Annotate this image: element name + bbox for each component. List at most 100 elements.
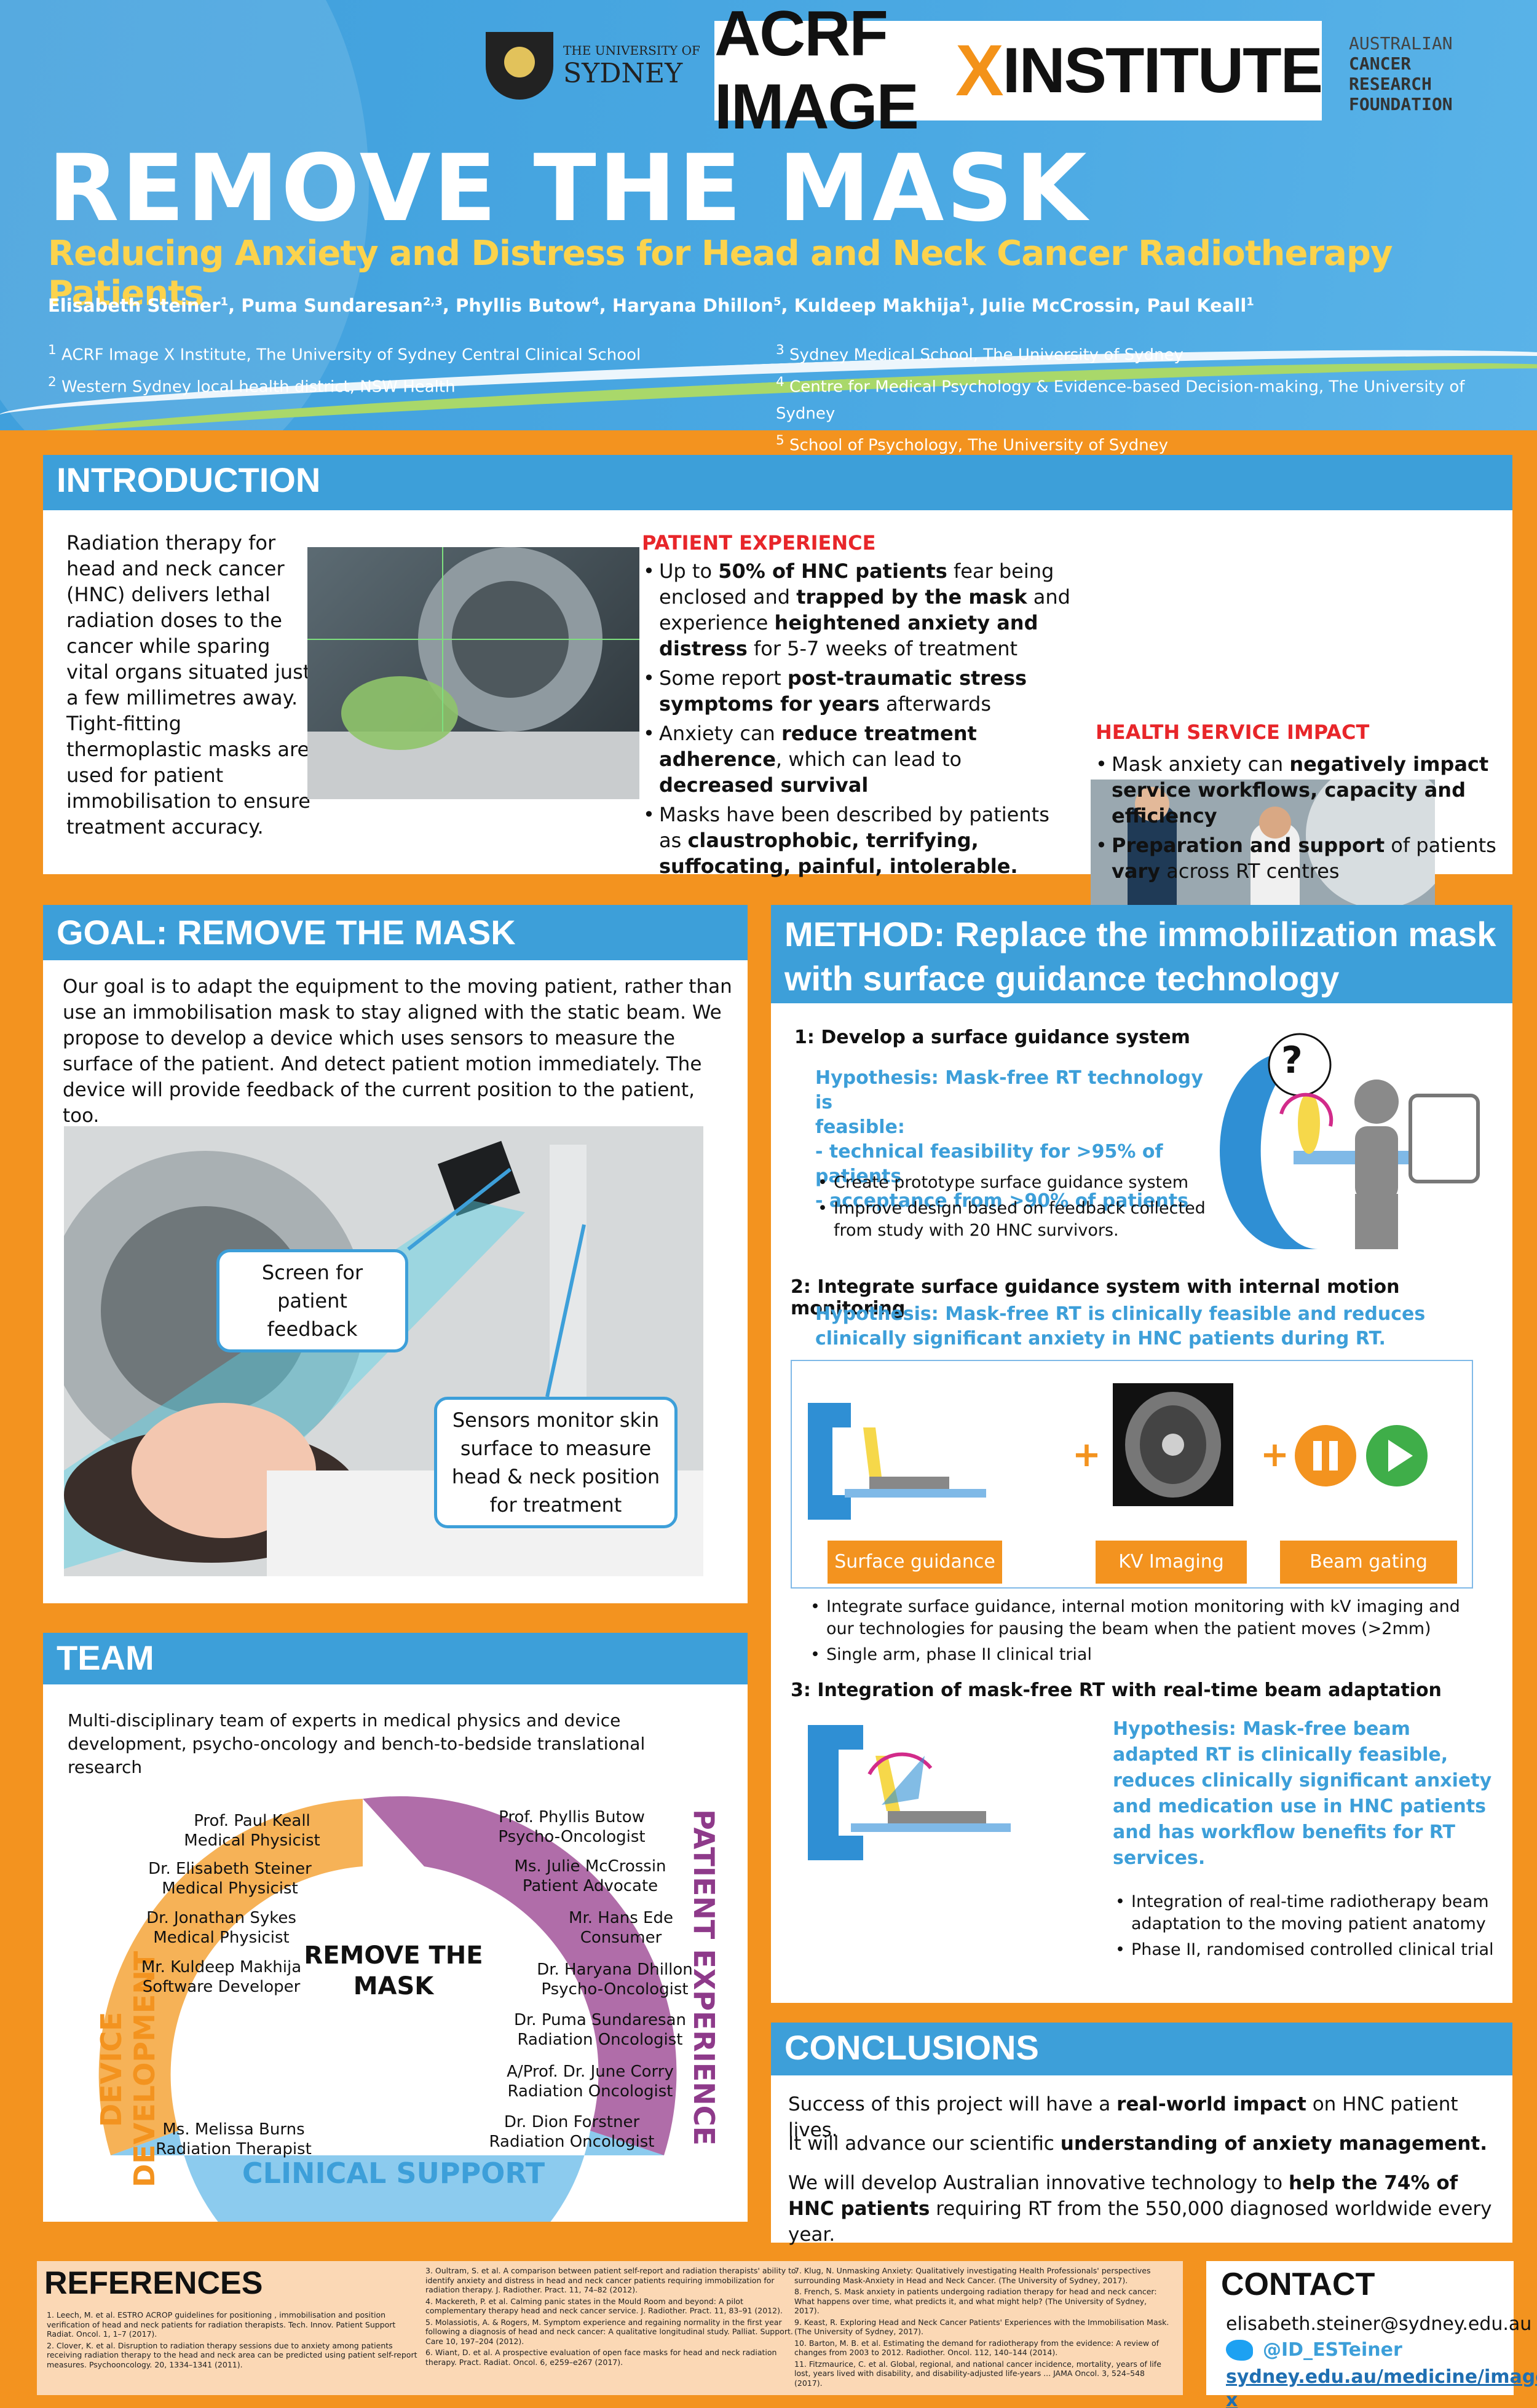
references-panel: REFERENCES 1. Leech, M. et al. ESTRO ACR…: [37, 2261, 1183, 2395]
affiliations-right: 3 Sydney Medical School, The University …: [776, 337, 1514, 459]
author-name: Kuldeep Makhija: [794, 295, 961, 316]
author-name: Puma Sundaresan: [241, 295, 423, 316]
patient-experience-heading: PATIENT EXPERIENCE: [642, 531, 876, 555]
author-name: Haryana Dhillon: [612, 295, 773, 316]
affiliation: 5 School of Psychology, The University o…: [776, 433, 1168, 455]
intro-text: Radiation therapy for head and neck canc…: [66, 531, 311, 839]
method-heading: METHOD: Replace the immobilization mask …: [771, 905, 1512, 1003]
author-name: Elisabeth Steiner: [48, 295, 221, 316]
patient-experience-list: Up to 50% of HNC patients fear being enc…: [641, 558, 1071, 883]
references-column: 1. Leech, M. et al. ESTRO ACROP guidelin…: [47, 2310, 422, 2371]
clinical-support-label: CLINICAL SUPPORT: [242, 2157, 545, 2190]
list-item: Improve design based on feedback collect…: [815, 1198, 1209, 1242]
author-name: Paul Keall: [1147, 295, 1247, 316]
patient-experience-label: PATIENT EXPERIENCE: [687, 1809, 721, 2145]
list-item: Preparation and support of patients vary…: [1093, 832, 1499, 884]
author-name: Phyllis Butow: [455, 295, 592, 316]
question-mark-icon: ?: [1281, 1039, 1303, 1082]
contact-heading: CONTACT: [1221, 2267, 1375, 2302]
contact-email[interactable]: elisabeth.steiner@sydney.edu.au: [1226, 2313, 1532, 2335]
acrf-line: RESEARCH: [1349, 74, 1432, 94]
acrf-line: CANCER: [1349, 53, 1412, 74]
reference-item: 9. Keast, R. Exploring Head and Neck Can…: [794, 2317, 1169, 2337]
contact-url[interactable]: sydney.edu.au/medicine/image-x: [1226, 2366, 1537, 2408]
logo-text-right: INSTITUTE: [1002, 34, 1323, 106]
usyd-logo: THE UNIVERSITY OF SYDNEY: [486, 32, 700, 100]
step3-title: 3: Integration of mask-free RT with real…: [791, 1680, 1442, 1701]
reference-item: 6. Wiant, D. et al. A prospective evalua…: [425, 2348, 777, 2367]
screen-feedback-callout: Screen for patient feedback: [216, 1249, 408, 1352]
affiliations-left: 1 ACRF Image X Institute, The University…: [48, 337, 755, 400]
beam-gating-label: Beam gating: [1280, 1541, 1457, 1584]
list-item: Mask anxiety can negatively impact servi…: [1093, 751, 1499, 829]
usyd-line2: SYDNEY: [563, 57, 683, 89]
team-center-label: REMOVE THE MASK: [304, 1941, 483, 2000]
introduction-panel: INTRODUCTION Radiation therapy for head …: [43, 455, 1512, 964]
step2-diagram-box: [791, 1360, 1473, 1589]
list-item: Up to 50% of HNC patients fear being enc…: [641, 558, 1071, 661]
step1-diagram: [1220, 1033, 1480, 1249]
affiliation: 1 ACRF Image X Institute, The University…: [48, 342, 641, 365]
logo-text-x: X: [955, 30, 1004, 111]
step2-hypothesis: Hypothesis: Mask-free RT is clinically f…: [815, 1303, 1426, 1349]
acrf-image-x-logo: ACRF IMAGE X INSTITUTE: [714, 0, 1323, 143]
step2-title: 2: Integrate surface guidance system wit…: [791, 1276, 1400, 1319]
references-heading: REFERENCES: [44, 2265, 263, 2301]
references-column: 7. Klug, N. Unmasking Anxiety: Qualitati…: [794, 2266, 1169, 2390]
pause-icon: [1295, 1425, 1356, 1486]
affiliation: 2 Western Sydney local health district, …: [48, 374, 456, 397]
conclusion-paragraph: Success of this project will have a real…: [788, 2093, 1458, 2141]
plus-icon: +: [1260, 1435, 1289, 1475]
health-service-heading: HEALTH SERVICE IMPACT: [1096, 720, 1370, 744]
reference-item: 7. Klug, N. Unmasking Anxiety: Qualitati…: [794, 2266, 1151, 2285]
acrf-line: FOUNDATION: [1349, 94, 1453, 114]
sensors-callout: Sensors monitor skin surface to measure …: [434, 1397, 678, 1528]
contact-twitter[interactable]: @ID_ESTeiner: [1263, 2339, 1402, 2361]
affiliation: 3 Sydney Medical School, The University …: [776, 342, 1183, 365]
introduction-heading: INTRODUCTION: [43, 455, 1512, 510]
list-item: Integrate surface guidance, internal mot…: [808, 1596, 1490, 1640]
method-panel: METHOD: Replace the immobilization mask …: [771, 905, 1512, 2003]
team-panel: TEAM Multi-disciplinary team of experts …: [43, 1633, 748, 2222]
reference-item: 2. Clover, K. et al. Disruption to radia…: [47, 2340, 417, 2369]
surface-guidance-label: Surface guidance: [828, 1541, 1002, 1584]
list-item: Single arm, phase II clinical trial: [808, 1644, 1490, 1666]
logo-text-left: ACRF IMAGE: [714, 0, 919, 143]
contact-panel: CONTACT elisabeth.steiner@sydney.edu.au …: [1206, 2261, 1537, 2408]
conclusion-paragraph: It will advance our scientific understan…: [788, 2133, 1487, 2155]
conclusions-heading: CONCLUSIONS: [771, 2023, 1512, 2075]
affiliation: 4 Centre for Medical Psychology & Eviden…: [776, 374, 1465, 424]
list-item: Masks have been described by patients as…: [641, 802, 1071, 879]
poster-subtitle: Reducing Anxiety and Distress for Head a…: [48, 234, 1393, 314]
list-item: Create prototype surface guidance system: [815, 1172, 1209, 1194]
step3-hypothesis: Hypothesis: Mask-free beam adapted RT is…: [1113, 1718, 1492, 1869]
team-text: Multi-disciplinary team of experts in me…: [68, 1710, 646, 1777]
list-item: Integration of real-time radiotherapy be…: [1113, 1891, 1494, 1935]
kv-image-thumbnail: [1113, 1383, 1233, 1506]
twitter-icon[interactable]: [1226, 2340, 1253, 2361]
acrf-line: AUSTRALIAN: [1349, 33, 1453, 53]
reference-item: 1. Leech, M. et al. ESTRO ACROP guidelin…: [47, 2310, 396, 2339]
conclusions-panel: CONCLUSIONS Success of this project will…: [771, 2023, 1512, 2246]
team-heading: TEAM: [43, 1633, 748, 1684]
author-name: Julie McCrossin: [981, 295, 1134, 316]
reference-item: 4. Mackereth, P. et al. Calming panic st…: [425, 2296, 783, 2316]
plus-icon: +: [1072, 1435, 1101, 1475]
reference-item: 3. Oultram, S. et al. A comparison betwe…: [425, 2266, 796, 2294]
references-column: 3. Oultram, S. et al. A comparison betwe…: [425, 2266, 800, 2369]
goal-heading: GOAL: REMOVE THE MASK: [43, 905, 748, 960]
reference-item: 5. Molassiotis, A. & Rogers, M. Symptom …: [425, 2317, 793, 2346]
step1-list: Create prototype surface guidance system…: [815, 1172, 1209, 1245]
kv-imaging-label: KV Imaging: [1096, 1541, 1247, 1584]
reference-item: 8. French, S. Mask anxiety in patients u…: [794, 2287, 1157, 2315]
